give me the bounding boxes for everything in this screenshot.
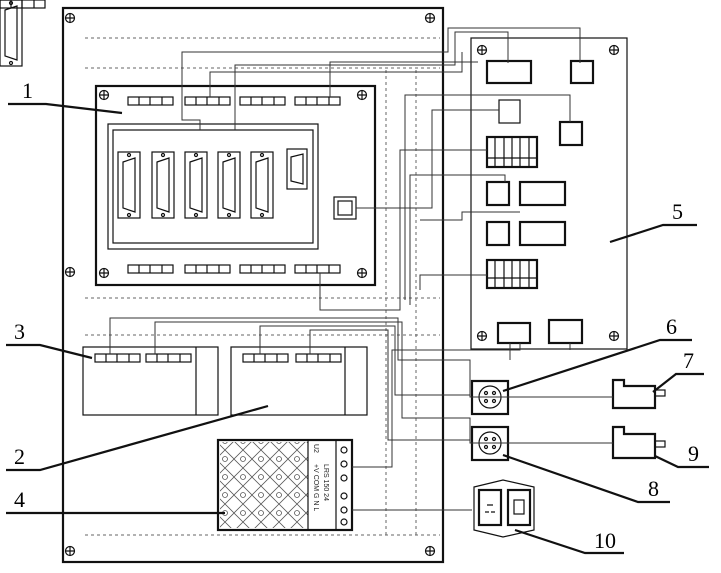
label-5: 5 [672,199,683,224]
screw-icon [426,14,435,23]
driver-left [83,347,218,415]
terminal-screws [341,447,347,525]
db25-connector [218,152,240,218]
label-2: 2 [14,444,25,469]
db25-connector [152,152,174,218]
db25-connector [251,152,273,218]
power-inlet-switch [474,480,534,537]
label-1: 1 [22,78,33,103]
screw-icon [66,268,75,277]
motor-upper [613,380,665,408]
motor-lower [613,427,665,458]
label-4: 4 [14,487,25,512]
driver-right [231,347,367,415]
db25-connector [118,152,140,218]
label-7: 7 [683,348,694,373]
db9-connector [287,149,307,189]
label-3: 3 [14,319,25,344]
power-supply-model: LRS 150 24 [322,464,329,501]
screw-icon [426,547,435,556]
power-supply-id: U2 [312,444,319,453]
screw-icon [66,547,75,556]
label-9: 9 [688,441,699,466]
db25-connector [185,152,207,218]
callouts: 1 3 2 4 5 6 7 8 9 10 [6,78,709,553]
chip [334,197,356,219]
label-6: 6 [666,314,677,339]
label-8: 8 [648,476,659,501]
label-10: 10 [594,528,616,553]
interface-board [471,38,627,349]
power-supply-terminals: +V COM G N L [312,464,319,511]
screw-icon [66,14,75,23]
power-supply: U2 +V COM G N L LRS 150 24 [218,440,352,530]
controller-board [0,0,375,285]
